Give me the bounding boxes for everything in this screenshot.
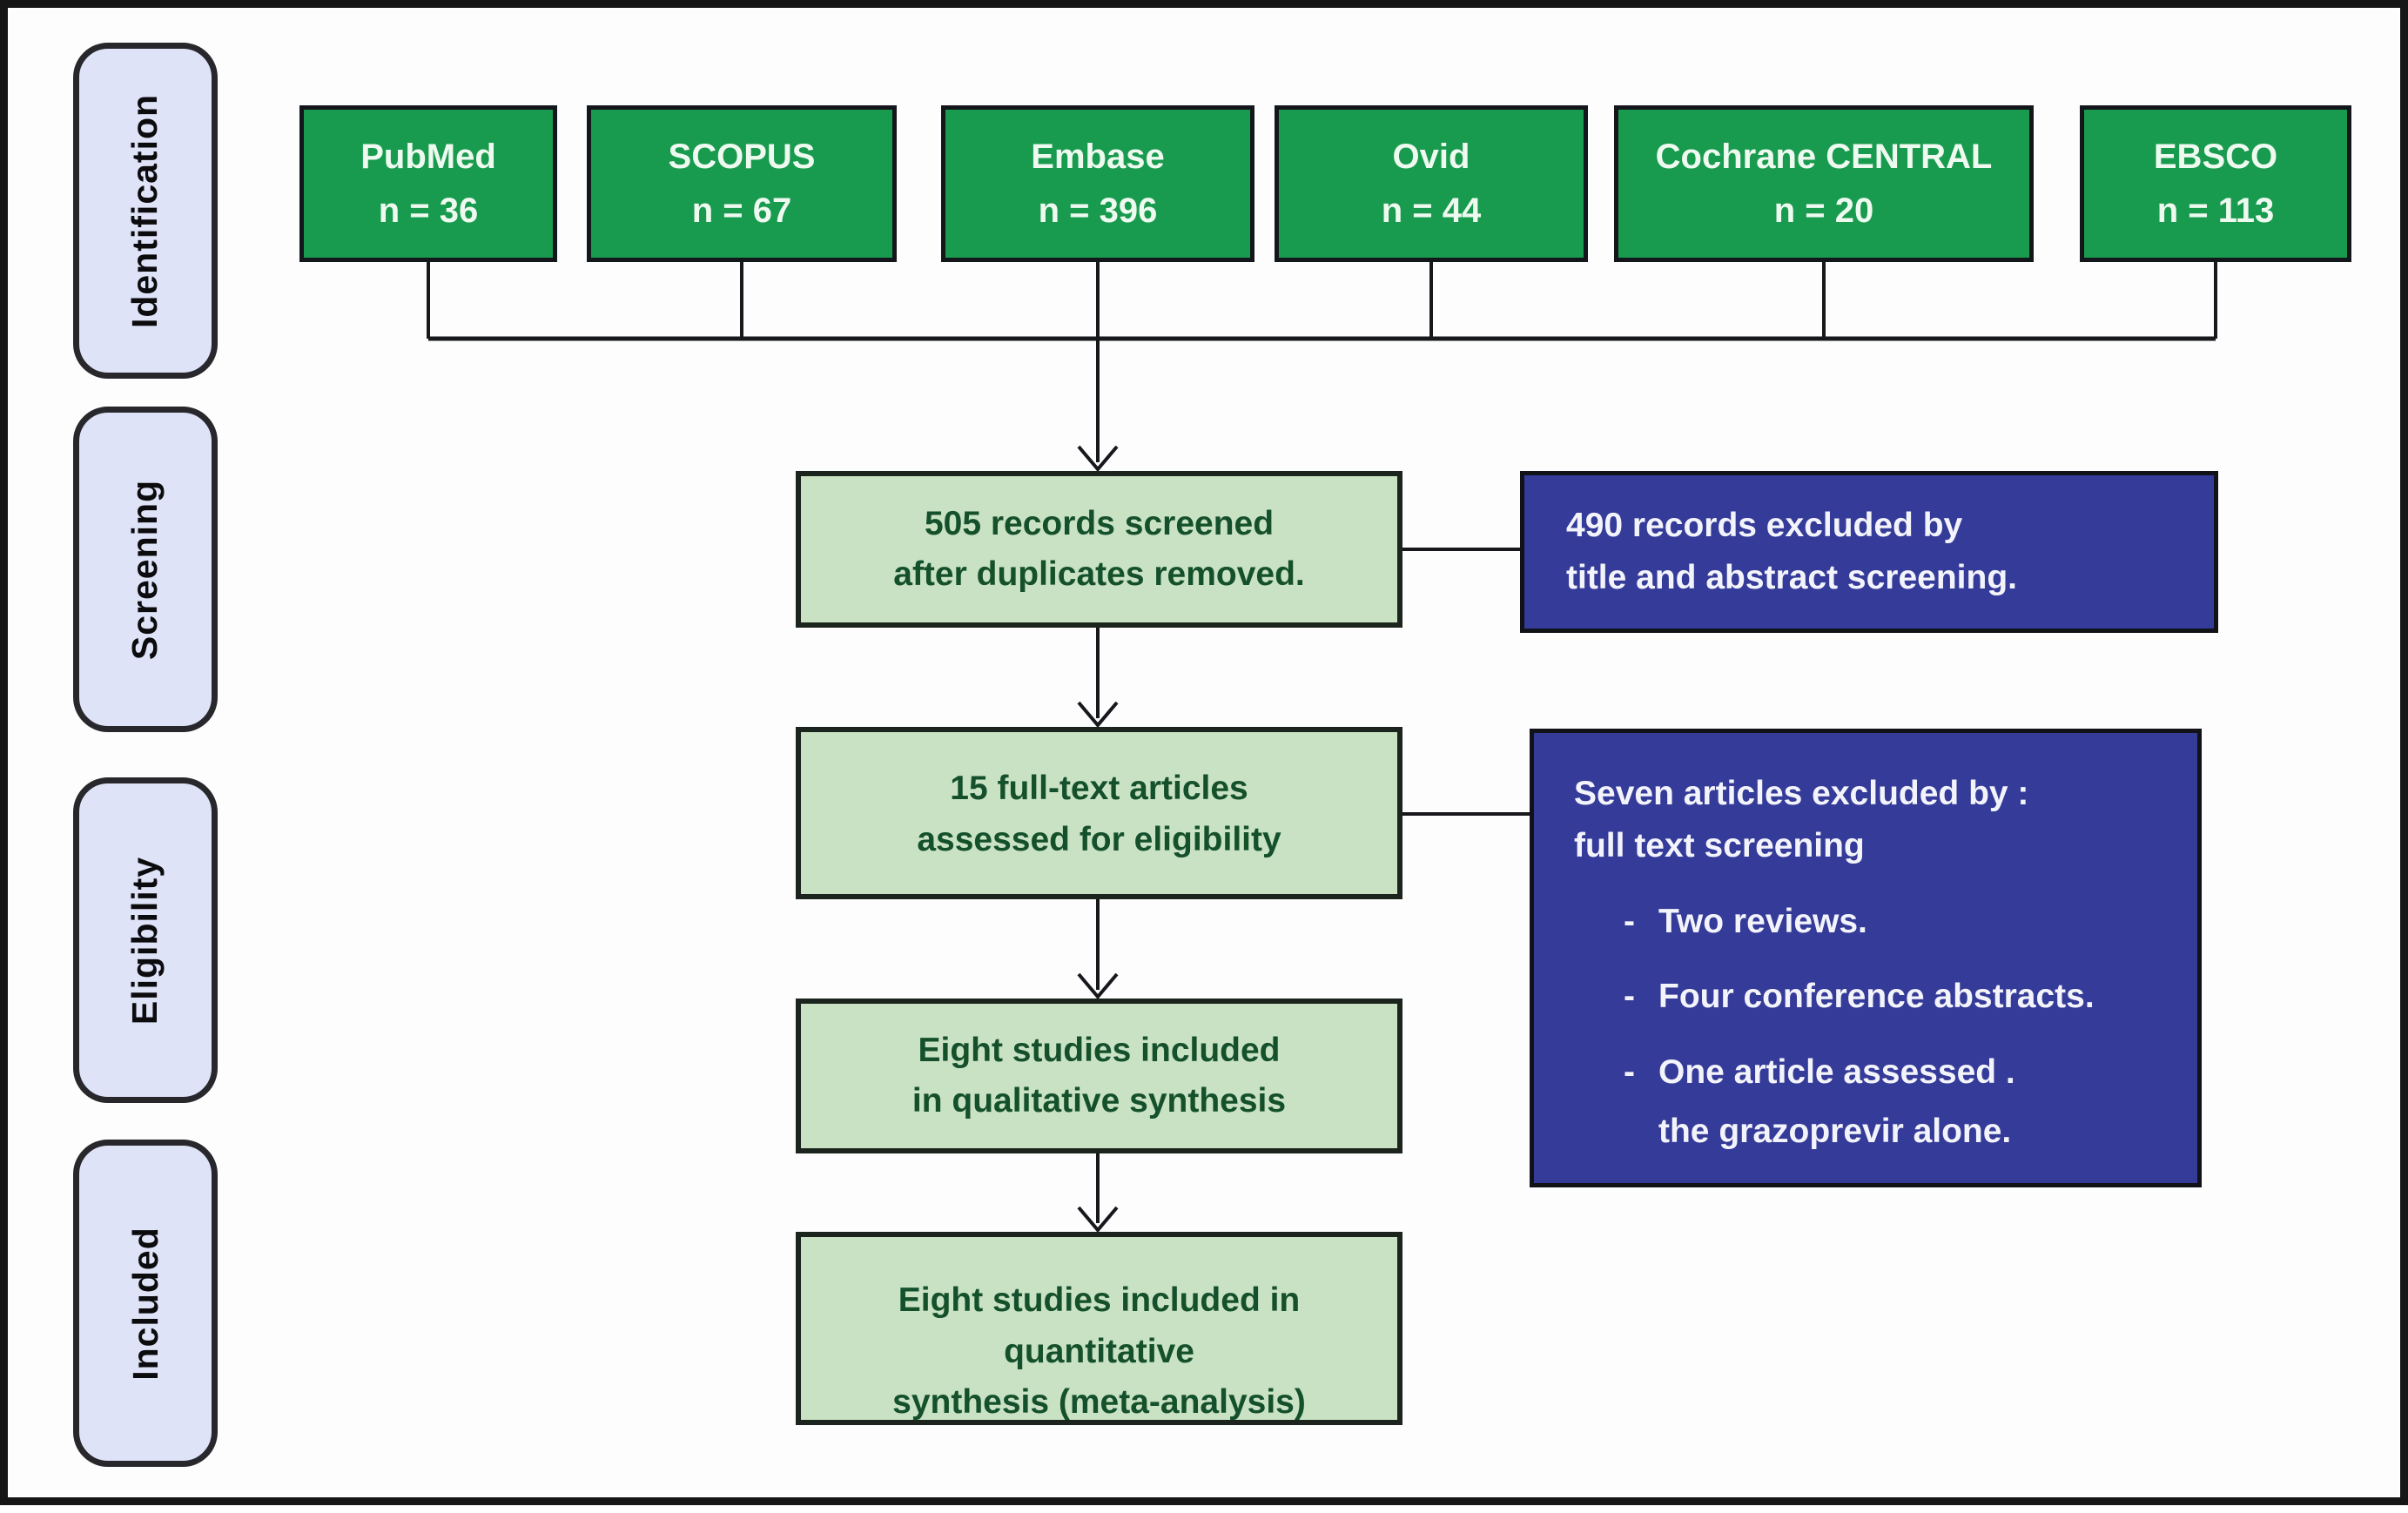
bullet-text: Four conference abstracts.: [1658, 978, 2095, 1016]
bullet-dash: -: [1624, 1052, 1635, 1091]
flow-line: 505 records screened: [924, 504, 1275, 542]
flow-box-quantitative-synthesis: Eight studies included in quantitative s…: [796, 1232, 1402, 1425]
exclusion-bullet: - Two reviews.: [1574, 896, 2173, 948]
source-name: PubMed: [360, 138, 496, 176]
source-box-ovid: Ovid n = 44: [1275, 105, 1588, 262]
phase-included-label: Included: [124, 1226, 165, 1381]
source-count: n = 67: [691, 192, 792, 230]
arrowhead-1: [1077, 445, 1119, 473]
flow-line: in qualitative synthesis: [911, 1082, 1287, 1120]
flow-line: assessed for eligibility: [917, 820, 1281, 858]
source-name: SCOPUS: [668, 138, 816, 176]
source-box-pubmed: PubMed n = 36: [299, 105, 557, 262]
source-name: Cochrane CENTRAL: [1655, 138, 1993, 176]
arrowhead-2: [1077, 701, 1119, 729]
flow-line: after duplicates removed.: [893, 555, 1305, 593]
bullet-text: One article assessed .: [1658, 1052, 2015, 1091]
flow-box-records-screened: 505 records screened after duplicates re…: [796, 471, 1402, 628]
source-count: n = 20: [1773, 192, 1874, 230]
source-box-embase: Embase n = 396: [941, 105, 1254, 262]
flow-box-fulltext-assessed: 15 full-text articles assessed for eligi…: [796, 727, 1402, 899]
bullet-dash: -: [1624, 902, 1635, 940]
bullet-continuation: the grazoprevir alone.: [1658, 1113, 2012, 1151]
exclusion-box-full-text: Seven articles excluded by : full text s…: [1530, 729, 2202, 1187]
exclusion-line: 490 records excluded by: [1566, 506, 1963, 544]
exclusion-header: Seven articles excluded by :: [1574, 775, 2029, 812]
phase-identification: Identification: [73, 43, 218, 379]
arrowhead-4: [1077, 1206, 1119, 1234]
source-count: n = 113: [2156, 192, 2275, 230]
source-box-cochrane-central: Cochrane CENTRAL n = 20: [1614, 105, 2034, 262]
flow-line: Eight studies included: [918, 1031, 1281, 1069]
flow-line: Eight studies included in quantitative: [898, 1281, 1301, 1370]
exclusion-header: full text screening: [1574, 827, 1865, 865]
phase-screening-label: Screening: [124, 479, 165, 660]
exclusion-box-title-abstract: 490 records excluded by title and abstra…: [1520, 471, 2218, 633]
phase-screening: Screening: [73, 407, 218, 732]
phase-included: Included: [73, 1140, 218, 1467]
exclusion-line: title and abstract screening.: [1566, 559, 2017, 596]
source-count: n = 36: [378, 192, 479, 230]
phase-eligibility-label: Eligibility: [124, 856, 165, 1025]
source-name: Embase: [1031, 138, 1165, 176]
source-name: Ovid: [1392, 138, 1470, 176]
bullet-dash: -: [1624, 978, 1635, 1016]
source-count: n = 396: [1038, 192, 1158, 230]
source-box-scopus: SCOPUS n = 67: [587, 105, 897, 262]
exclusion-bullet: - Four conference abstracts.: [1574, 971, 2173, 1023]
source-count: n = 44: [1381, 192, 1482, 230]
source-name: EBSCO: [2153, 138, 2278, 176]
flow-line: 15 full-text articles: [950, 770, 1248, 807]
flow-line: synthesis (meta-analysis): [892, 1383, 1306, 1421]
phase-identification-label: Identification: [124, 93, 165, 328]
arrowhead-3: [1077, 972, 1119, 1000]
exclusion-bullet: - One article assessed .: [1574, 1046, 2173, 1099]
source-box-ebsco: EBSCO n = 113: [2080, 105, 2351, 262]
flow-box-qualitative-synthesis: Eight studies included in qualitative sy…: [796, 999, 1402, 1153]
bullet-text: Two reviews.: [1658, 902, 1867, 940]
phase-eligibility: Eligibility: [73, 777, 218, 1103]
